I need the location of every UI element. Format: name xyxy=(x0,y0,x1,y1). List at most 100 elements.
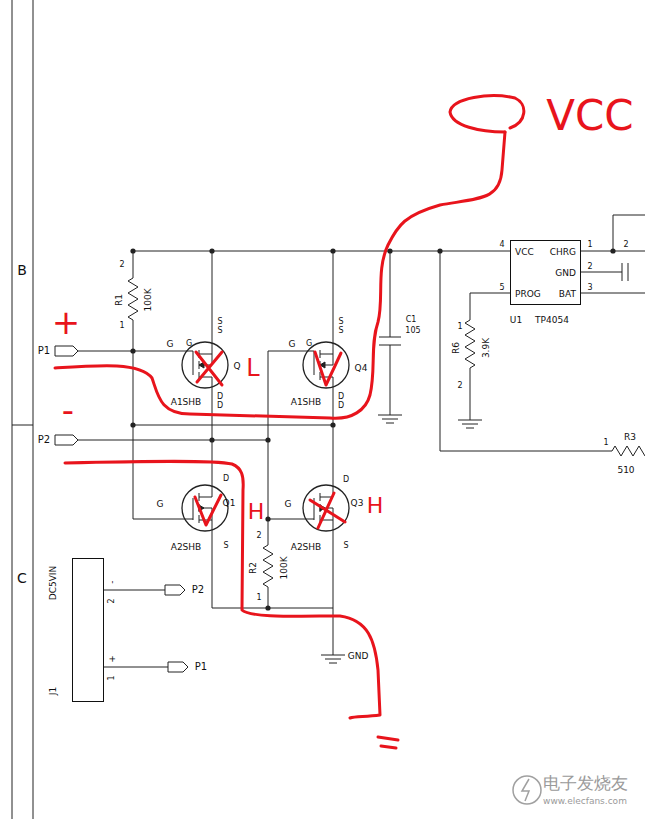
part-value: A1SHB xyxy=(171,398,202,407)
port-name: P1 xyxy=(38,346,50,356)
mosfet-symbol xyxy=(303,342,349,388)
watermark: www.elecfans.com xyxy=(543,797,627,806)
part-value: 100K xyxy=(144,288,153,311)
pin-name: S xyxy=(217,318,222,326)
pin-name: VCC xyxy=(515,248,534,257)
watermark-logo xyxy=(513,776,541,804)
junction-dot xyxy=(437,248,442,253)
pin-name: BAT xyxy=(559,290,576,299)
pin-number: 2 xyxy=(256,532,261,540)
part-name: C1 xyxy=(406,316,417,324)
mosfet-symbol xyxy=(182,342,228,388)
pin-number: 1 xyxy=(457,323,462,331)
pin-name: G xyxy=(167,340,174,349)
part-value: A2SHB xyxy=(171,543,202,552)
pin-name: S xyxy=(338,318,343,326)
red-cross xyxy=(310,493,345,528)
mosfet-body xyxy=(303,342,349,388)
junction-dot xyxy=(265,605,270,610)
handwritten-note: H xyxy=(367,495,384,517)
handwritten-note: + xyxy=(52,305,81,339)
ground-symbol xyxy=(321,415,482,663)
red-ground-mark xyxy=(378,737,398,748)
red-trace xyxy=(55,132,505,418)
red-check xyxy=(195,495,221,525)
pin-number: 1 xyxy=(587,241,592,249)
wire xyxy=(104,590,168,667)
junction-dot xyxy=(209,248,214,253)
junction-dot xyxy=(387,248,392,253)
part-name: Q4 xyxy=(355,364,368,373)
pin-number: 2 xyxy=(623,241,628,249)
part-name: R1 xyxy=(115,294,124,306)
pin-number: 2 xyxy=(457,382,462,390)
pin-name: D xyxy=(217,402,223,410)
pin-name: S xyxy=(343,542,348,550)
part-name: Q1 xyxy=(223,499,236,508)
pin-number: 1 xyxy=(119,322,124,330)
frame xyxy=(12,0,33,819)
pin-name: DC5VIN xyxy=(49,566,58,600)
red-trace xyxy=(65,461,380,718)
watermark: 电子发烧友 xyxy=(543,775,628,792)
mosfet-body xyxy=(182,342,228,388)
junction-dot xyxy=(330,422,335,427)
pin-number: 5 xyxy=(499,284,504,292)
pin-number: 4 xyxy=(499,241,504,249)
pin-name: G xyxy=(157,500,164,509)
pin-name: S xyxy=(223,542,228,550)
red-check xyxy=(315,352,341,385)
handwritten-note: H xyxy=(248,501,265,523)
part-name: Q xyxy=(233,362,240,371)
watermark-logo xyxy=(513,776,541,804)
wire xyxy=(78,351,333,519)
red-annotations xyxy=(55,96,524,748)
junction-dot xyxy=(330,248,335,253)
junction-dot xyxy=(610,248,615,253)
pin-number: 1 xyxy=(256,594,261,602)
pin-name: G xyxy=(285,500,292,509)
part-value: TP4054 xyxy=(535,316,569,325)
pin-number: 2 xyxy=(108,598,116,603)
wire xyxy=(212,251,333,608)
pin-name: - xyxy=(108,580,117,583)
resistor-symbol xyxy=(263,519,273,608)
pin-name: G xyxy=(186,340,192,348)
pin-name: G xyxy=(289,340,296,349)
pin-name: D xyxy=(338,402,344,410)
mosfet-symbol xyxy=(182,485,228,531)
part-value: 105 xyxy=(405,327,420,335)
junction-dot xyxy=(130,348,135,353)
junction-dot xyxy=(209,437,214,442)
wire xyxy=(333,251,334,655)
pin-name: GND xyxy=(555,269,576,278)
part-value: 100K xyxy=(280,556,289,579)
part-name: R3 xyxy=(624,433,636,442)
mosfet-symbol xyxy=(303,485,349,531)
port-name: P1 xyxy=(195,662,207,672)
pin-name: D xyxy=(217,393,223,401)
junction-dot xyxy=(265,516,270,521)
pin-number: 1 xyxy=(603,439,608,447)
part-value: A1SHB xyxy=(291,398,322,407)
ic-box: VCC CHRG GND PROG BAT xyxy=(510,240,581,305)
pin-name: PROG xyxy=(515,290,541,299)
part-name: R2 xyxy=(249,562,258,574)
pin-number: 1 xyxy=(108,675,116,680)
junction-dot xyxy=(130,422,135,427)
part-name: U1 xyxy=(510,316,522,325)
red-cross xyxy=(196,352,222,385)
junction-dot xyxy=(130,248,135,253)
pin-name: + xyxy=(108,655,117,663)
pin-number: 2 xyxy=(587,263,592,271)
mosfet-body xyxy=(303,485,349,531)
watermark-logo xyxy=(522,779,529,801)
pin-name: G xyxy=(306,340,312,348)
resistor-symbol xyxy=(465,293,510,420)
pin-name: S xyxy=(338,327,343,335)
pin-name: CHRG xyxy=(550,248,576,257)
part-name: Q3 xyxy=(351,499,364,508)
junction-dot xyxy=(265,437,270,442)
pin-name: D xyxy=(223,475,229,483)
